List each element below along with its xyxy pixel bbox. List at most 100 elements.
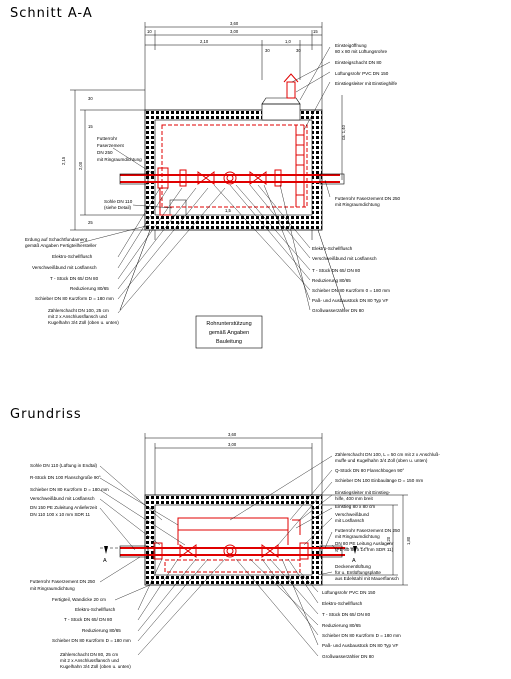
section-marker-left: A: [100, 546, 128, 564]
plan-label-l-4: DN 150 PE Zuleitung Anlieferzeit: [30, 505, 98, 510]
section-dim-right: 1,0: [285, 39, 291, 44]
section-label-rt-0: Einsteigöffnung: [335, 43, 367, 48]
plan-label-r-8: mit Losflansch: [335, 518, 365, 523]
plan-label-l-8: Fertigteil, Wandicke 20 cm: [52, 597, 106, 602]
plan-label-r-17: Elektro-Schellflusch: [322, 601, 363, 606]
section-label-lb-4: T - Stück DN 65/ DN 80: [50, 276, 99, 281]
section-label-lb-2: Elektro-Schellflusch: [52, 254, 93, 259]
section-dim-a: 10: [147, 29, 152, 34]
section-label-lb-5: Reduzierung 80/65: [70, 286, 109, 291]
section-dim-e: 15: [313, 29, 318, 34]
section-label-rm-1: mit Ringraumdichtung: [335, 202, 380, 207]
section-dim-total: 3,60: [230, 21, 239, 26]
plan-label-l-2: Schieber DN 80 Kurzform D = 180 mm: [30, 487, 109, 492]
section-label-lb-8: mit 2 x Anschlussflansch und: [48, 314, 107, 319]
section-drawing: 3,60 3,00 2,10 1,0 10 15 30 30 2,15 2,00…: [25, 21, 401, 349]
section-label-lb-3: Verschweißbund mit Losflansch: [32, 265, 97, 270]
section-label-lb-6: Schieber DN 80 Kurzform D = 180 mm: [35, 296, 114, 301]
plan-dim-right-total: 1,80: [406, 536, 411, 545]
plan-label-r-21: Paß- und Ausbaustück DN 80 Typ VF: [322, 643, 398, 648]
section-label-lb-1: gemäß Angaben Fertigteilhersteller: [25, 243, 97, 248]
section-note-box: [195, 315, 263, 349]
plan-label-l-6: Futterrohr Faserzement DN 250: [30, 579, 96, 584]
section-label-rt-4: Einstiegsleiter mit Einstieghilfe: [335, 81, 397, 86]
section-dim-c: 30: [265, 48, 270, 53]
section-label-rb-5: Paß- und Ausbaustück DN 80 Typ VF: [312, 298, 388, 303]
plan-label-l-11: Reduzierung 80/65: [82, 628, 121, 633]
plan-label-r-22: Großwasserzähler DN 80: [322, 654, 374, 659]
section-dim-top: 30: [88, 96, 93, 101]
plan-label-r-16: Lüftungsrohr PVC DN 150: [322, 590, 376, 595]
section-dim-right-height: ca. 1,40: [341, 124, 346, 140]
section-label-rb-6: Großwasserzähler DN 80: [312, 308, 364, 313]
section-label-lm-3: mit Ringraumdichtung: [97, 157, 142, 162]
plan-label-l-13: Zählerschacht DN 80, 25 cm: [60, 652, 118, 657]
section-label-rb-0: Elektro-Schellflusch: [312, 246, 353, 251]
plan-label-r-5: hilfe, 400 mm breit: [335, 496, 374, 501]
section-label-rt-3: Lüftungsrohr PVC DN 150: [335, 71, 389, 76]
section-label-rb-2: T - Stück DN 65/ DN 80: [312, 268, 361, 273]
plan-label-l-7: mit Ringraumdichtung: [30, 586, 75, 591]
plan-label-r-15: aus Edelstahl mit Mauerflansch: [335, 576, 399, 581]
plan-dim-right-inner: 1,20: [386, 536, 391, 545]
plan-label-r-1: muffe und Kugelhahn 3/4 Zoll (oben u. un…: [335, 458, 428, 463]
plan-label-r-20: Schieber DN 80 Kurzform D = 180 mm: [322, 633, 401, 638]
section-note-2: Bauleitung: [216, 339, 242, 345]
plan-title: Grundriss: [10, 407, 82, 422]
plan-label-r-10: mit Ringraumdichtung: [335, 534, 380, 539]
section-label-lm-0: Futterrohr: [97, 136, 118, 141]
plan-label-r-0: Zählerschacht DN 100, L = 50 cm mit 2 x …: [335, 452, 440, 457]
plan-label-l-0: Sohle DN 110 (Lüftung in Endtal): [30, 463, 98, 468]
plan-label-r-7: Verschweißbund: [335, 512, 369, 517]
plan-label-l-10: T - Stück DN 65/ DN 80: [64, 617, 113, 622]
section-dim-left: 2,10: [200, 39, 209, 44]
plan-label-r-19: Reduzierung 80/65: [322, 623, 361, 628]
plan-dim-total: 3,60: [228, 432, 237, 437]
plan-label-l-3: Verschweißbund mit Losflansch: [30, 496, 95, 501]
plan-label-r-12: (PE-80 80 x 14 mm SDR 11): [335, 547, 394, 552]
plan-label-l-1: R-Stück DN 100 Flanschgroße 90°: [30, 475, 101, 480]
section-note-0: Rohrunterstützung: [206, 321, 251, 327]
section-dim-height-inner: 2,00: [78, 161, 83, 170]
section-label-lm-2: DN 250: [97, 150, 113, 155]
section-label-rb-3: Reduzierung 80/65: [312, 278, 351, 283]
plan-label-l-5: DN 110 100 x 10 mm SDR 11: [30, 512, 91, 517]
plan-label-r-2: Q-Stück DN 80 Flanschbogen 90°: [335, 468, 404, 473]
section-dim-bot: 25: [88, 220, 93, 225]
section-label-rt-2: Einsteigschacht DN 80: [335, 60, 382, 65]
section-label-lb-9: Kugelhahn 3/4 Zoll (oben u. unten): [48, 320, 119, 325]
section-dim-inner: 3,00: [230, 29, 239, 34]
section-label-rt-1: 80 x 80 mit Lüftungsrohre: [335, 49, 388, 54]
plan-label-r-11: DN 80 PE Leitung Auslagenr: [335, 541, 394, 546]
section-label-rb-4: Schieber DN 80 Kurzform 0 = 180 mm: [312, 288, 390, 293]
plan-label-r-3: Schieber DN 100 Einbaulänge D = 150 mm: [335, 478, 423, 483]
section-label-lm-1: Faserzement: [97, 143, 125, 148]
plan-label-r-13: Deckenentlüftung: [335, 564, 371, 569]
section-dim-inner-width: 1,5: [225, 208, 231, 213]
plan-marker-left-label: A: [103, 558, 107, 564]
section-label-sump-1: (siehe Detail): [104, 205, 132, 210]
section-label-rm-0: Futterrohr Faserzement DN 250: [335, 196, 401, 201]
plan-label-r-18: T - Stück DN 65/ DN 80: [322, 612, 371, 617]
section-label-sump-0: Sohle DN 110: [104, 199, 133, 204]
section-dim-d: 30: [296, 48, 301, 53]
section-label-rb-1: Verschweißbund mit Losflansch: [312, 256, 377, 261]
section-label-lb-0: Erdung auf Schachtfundament: [25, 237, 88, 242]
section-dim-height-total: 2,15: [61, 156, 66, 165]
plan-label-r-6: Einstieg 80 x 80 cm: [335, 504, 375, 509]
plan-label-r-9: Futterrohr Faserzement DN 250: [335, 528, 401, 533]
plan-label-l-15: Kugelhahn 3/4 Zoll (oben u. unten): [60, 664, 131, 669]
section-dim-mid: 15: [88, 124, 93, 129]
plan-label-r-14: für u. Entlüftungsplatte: [335, 570, 381, 575]
plan-label-r-4: Einstiegsleiter mit Einstieg-: [335, 490, 391, 495]
plan-label-l-12: Schieber DN 80 Kurzform D = 180 mm: [52, 638, 131, 643]
plan-drawing: 3,60 3,00 1,80 1,20 A A: [30, 432, 440, 669]
plan-label-l-9: Elektro-Schellflusch: [75, 607, 116, 612]
section-label-lb-7: Zählerschacht DN 100, 25 cm: [48, 308, 109, 313]
plan-marker-right-label: A: [352, 558, 356, 564]
section-note-1: gemäß Angaben: [209, 330, 249, 336]
plan-label-l-14: mit 2 x Anschlussflansch und: [60, 658, 119, 663]
plan-dim-inner: 3,00: [228, 442, 237, 447]
section-title: Schnitt A-A: [10, 6, 93, 21]
